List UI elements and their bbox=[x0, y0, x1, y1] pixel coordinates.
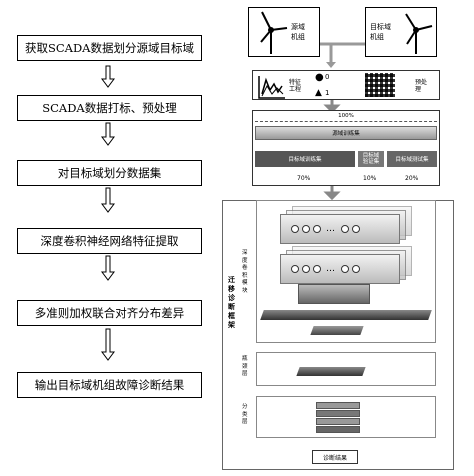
neuron-icon bbox=[301, 225, 310, 233]
left-arrows bbox=[101, 65, 115, 361]
ellipsis: … bbox=[326, 224, 335, 234]
neuron-icon bbox=[301, 265, 310, 273]
neuron-icon bbox=[351, 225, 360, 233]
triangle-icon: ▲ bbox=[315, 88, 322, 98]
circle-icon: ● bbox=[315, 72, 324, 83]
source-train-bar: 源域训练集 bbox=[255, 126, 437, 140]
classify-label: 分 类 层 bbox=[242, 404, 248, 425]
neuron-icon bbox=[340, 225, 349, 233]
wind-turbine-icon bbox=[260, 11, 288, 54]
conv-layer-1: … bbox=[280, 214, 400, 244]
conv-layer-2: … bbox=[280, 254, 400, 284]
step-2: SCADA数据打标、预处理 bbox=[17, 95, 202, 121]
neuron-icon bbox=[340, 265, 349, 273]
neuron-icon bbox=[351, 265, 360, 273]
dense-bar bbox=[310, 326, 364, 335]
target-unit-box: 目标域 机组 bbox=[365, 7, 437, 57]
matrix-icon bbox=[365, 73, 395, 97]
transfer-frame-label: 迁 移 诊 断 框 架 bbox=[228, 276, 235, 329]
flatten-bar bbox=[260, 310, 432, 320]
pool-block bbox=[298, 284, 370, 304]
target-valid-bar: 目标域 验证集 bbox=[358, 151, 384, 167]
class-bar bbox=[316, 426, 360, 433]
target-test-bar: 目标域测试集 bbox=[387, 151, 437, 167]
target-train-bar: 目标域训练集 bbox=[255, 151, 355, 167]
class-bar bbox=[316, 418, 360, 425]
neuron-icon bbox=[312, 265, 321, 273]
line-chart-icon bbox=[258, 76, 285, 99]
bottleneck-label: 瓶 颈 层 bbox=[242, 356, 248, 377]
bottleneck-box bbox=[256, 352, 436, 386]
step-3: 对目标域划分数据集 bbox=[17, 160, 202, 186]
bottleneck-bar bbox=[296, 367, 366, 376]
percent-total: 100% bbox=[338, 113, 354, 119]
source-unit-label: 源域 机组 bbox=[291, 23, 305, 41]
result-box: 诊断结果 bbox=[312, 450, 358, 464]
label-zero: 0 bbox=[325, 73, 330, 81]
step-6: 输出目标域机组故障诊断结果 bbox=[17, 372, 202, 398]
step-1: 获取SCADA数据划分源域目标域 bbox=[17, 35, 202, 61]
source-unit-box: 源域 机组 bbox=[248, 7, 320, 57]
p10: 10% bbox=[363, 175, 377, 182]
feature-preprocess-box: 特征 工程 ● 0 ▲ 1 预处 理 bbox=[252, 70, 440, 100]
neuron-icon bbox=[290, 225, 299, 233]
conv-module-label: 深 度 卷 积 模 块 bbox=[242, 250, 248, 294]
class-bar bbox=[316, 410, 360, 417]
label-one: 1 bbox=[325, 89, 330, 97]
step-4: 深度卷积神经网络特征提取 bbox=[17, 228, 202, 254]
p20: 20% bbox=[405, 175, 419, 182]
wind-turbine-icon bbox=[405, 13, 433, 54]
preprocess-label: 预处 理 bbox=[415, 79, 428, 93]
target-unit-label: 目标域 机组 bbox=[370, 23, 391, 41]
split-line bbox=[255, 121, 437, 123]
ellipsis: … bbox=[326, 264, 335, 274]
feature-eng-label: 特征 工程 bbox=[289, 79, 302, 93]
neuron-icon bbox=[290, 265, 299, 273]
step-5: 多准则加权联合对齐分布差异 bbox=[17, 300, 202, 326]
p70: 70% bbox=[297, 175, 311, 182]
neuron-icon bbox=[312, 225, 321, 233]
class-bar bbox=[316, 402, 360, 409]
dataset-split-box: 100% 源域训练集 目标域训练集 目标域 验证集 目标域测试集 70% 10%… bbox=[252, 110, 440, 186]
